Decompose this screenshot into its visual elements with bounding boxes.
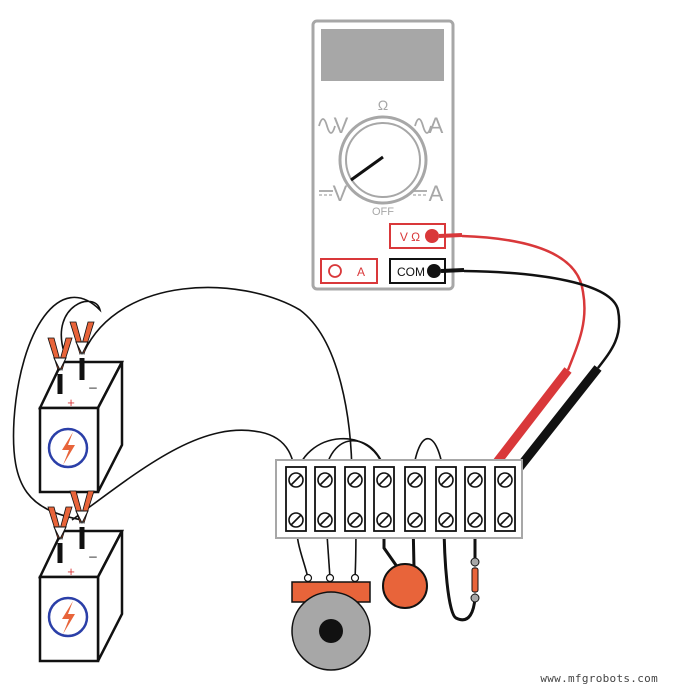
wire-battery1-neg [83,286,353,481]
dc-amps-icon [413,190,427,196]
terminal-2[interactable] [314,466,336,532]
terminal-5[interactable] [404,466,426,532]
battery-1[interactable]: +_ [38,321,125,494]
terminal-3[interactable] [344,466,366,532]
battery-2[interactable]: +_ [38,490,125,663]
potentiometer[interactable] [291,573,371,671]
off-label: OFF [372,206,394,218]
pot-pin-2 [325,573,335,583]
battery-1-positive-label: + [67,395,75,410]
resistor[interactable] [470,557,480,603]
wire-battery2-pos [71,429,297,521]
pot-pin-3 [350,573,360,583]
potentiometer-shaft [319,619,343,643]
ac-amps-label: A [429,113,444,138]
selector-dial-inner [345,122,421,198]
alligator-clip[interactable] [69,321,95,356]
amps-jack-socket [328,264,342,278]
multimeter-display [321,29,444,81]
alligator-clip[interactable] [47,337,73,372]
terminal-strip [275,459,523,539]
ac-amps-wave-icon [414,118,432,134]
watermark: www.mfgrobots.com [540,672,658,685]
dc-volts-icon [319,190,333,196]
terminal-4[interactable] [373,466,395,532]
battery-2-negative-label: _ [88,543,97,558]
ac-volts-label: V [334,113,349,138]
volt-ohm-jack-label: V Ω [400,230,420,244]
terminal-8[interactable] [494,466,516,532]
alligator-clip[interactable] [47,506,73,541]
common-jack-label: COM [397,265,425,279]
round-component[interactable] [382,563,428,609]
wire-battery1-pos-battery2-neg [12,296,102,521]
ohm-label: Ω [378,97,388,113]
amps-jack[interactable] [320,258,378,284]
battery-1-negative-label: _ [88,374,97,389]
terminal-6[interactable] [435,466,457,532]
dc-amps-label: A [429,181,444,206]
resistor-end-bottom [470,593,480,603]
ac-volts-wave-icon [318,118,336,134]
dc-volts-label: V [333,181,348,206]
alligator-clip[interactable] [69,490,95,525]
multimeter: Ω V A V A OFF V Ω A COM [311,19,455,291]
amps-jack-label: A [357,265,365,279]
resistor-body [471,567,479,593]
terminal-1[interactable] [285,466,307,532]
pot-pin-1 [303,573,313,583]
terminal-7[interactable] [464,466,486,532]
resistor-end-top [470,557,480,567]
selector-pointer [350,155,384,182]
common-jack-socket [427,264,441,278]
battery-2-positive-label: + [67,564,75,579]
wire-resistor-left [442,519,477,622]
volt-ohm-jack-socket [425,229,439,243]
